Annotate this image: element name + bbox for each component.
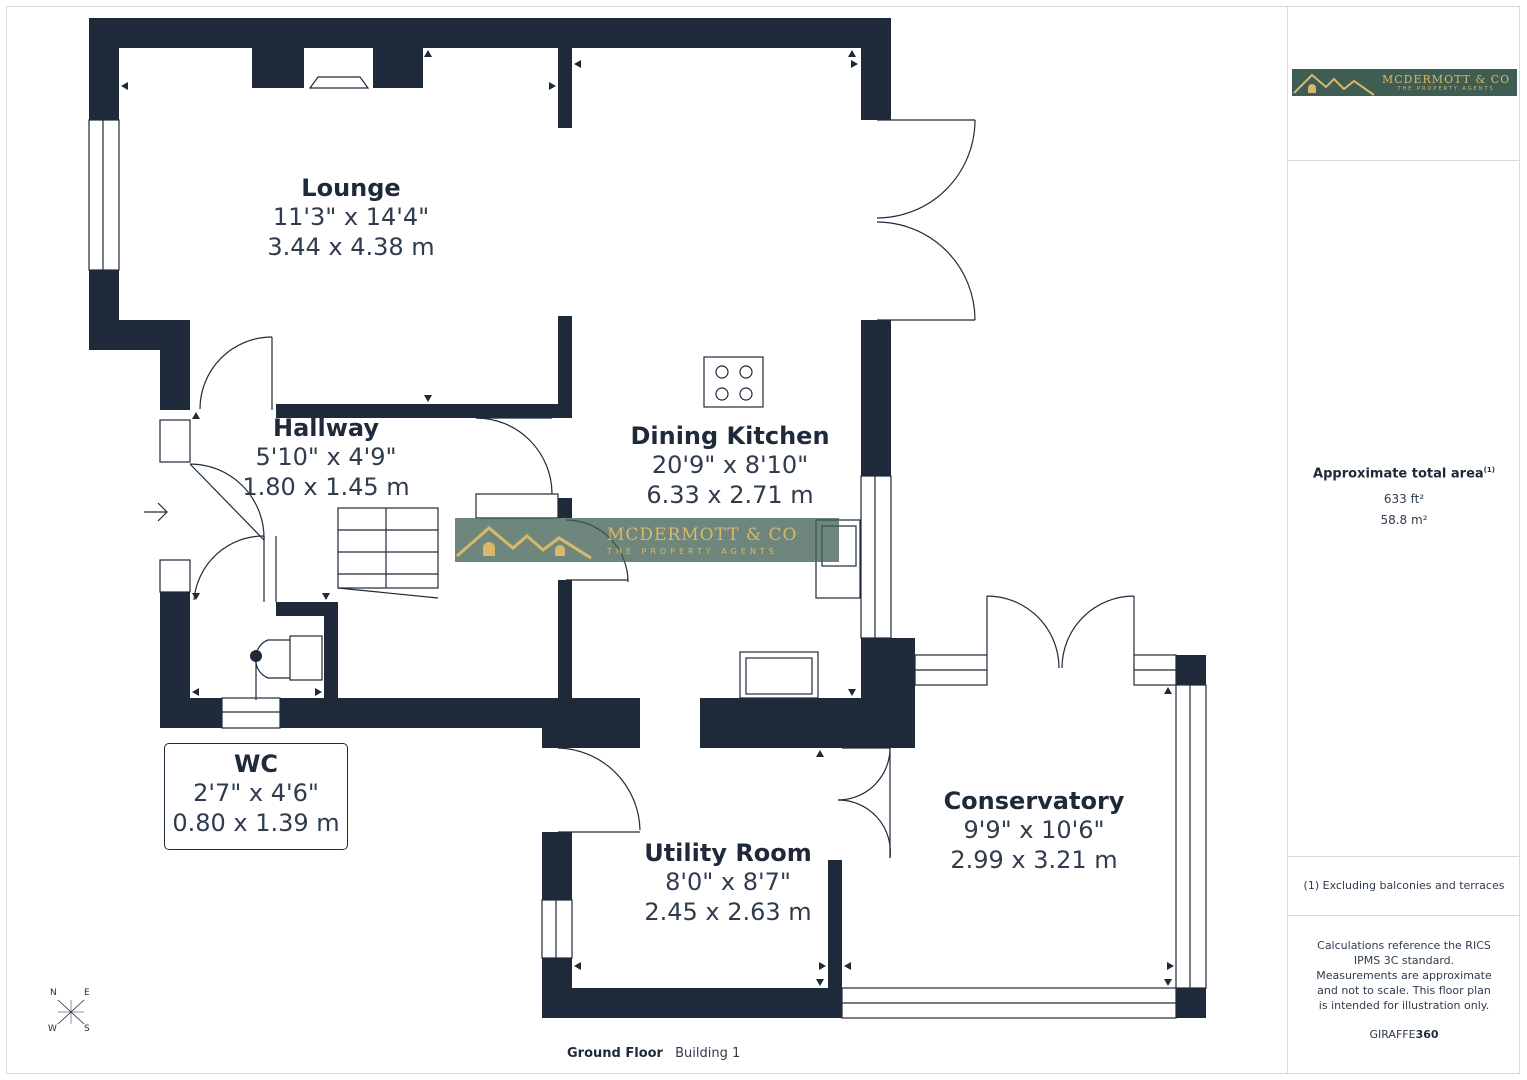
giraffe-brand: GIRAFFE360 — [1288, 1028, 1520, 1041]
room-dimensions-imperial: 8'0" x 8'7" — [665, 868, 791, 896]
footnote-mark: (1) — [1483, 466, 1495, 474]
area-sqm: 58.8 m² — [1380, 513, 1428, 528]
room-dimensions-imperial: 9'9" x 10'6" — [963, 816, 1105, 844]
compass: N E W S — [44, 986, 100, 1036]
house-roofs-icon — [456, 526, 592, 560]
compass-e: E — [84, 988, 90, 998]
walls — [89, 18, 1206, 1018]
room-dimensions-imperial: 5'10" x 4'9" — [255, 443, 397, 471]
compass-n: N — [50, 988, 57, 998]
side-panel-divider — [1287, 6, 1288, 1074]
watermark-tagline: THE PROPERTY AGENTS — [607, 546, 778, 556]
building-label: Building 1 — [675, 1046, 741, 1061]
wc-label-box — [164, 743, 348, 850]
room-dimensions-metric: 1.80 x 1.45 m — [242, 473, 410, 501]
page-frame — [6, 6, 1520, 1074]
room-name: Dining Kitchen — [630, 422, 830, 450]
room-hallway: Hallway 5'10" x 4'9" 1.80 x 1.45 m — [242, 414, 409, 502]
room-dimensions-imperial: 20'9" x 8'10" — [651, 451, 809, 479]
room-dimensions-metric: 0.80 x 1.39 m — [172, 809, 340, 837]
wc-marker — [250, 650, 262, 662]
area-summary: Approximate total area(1) 633 ft² 58.8 m… — [1288, 466, 1520, 531]
dimension-arrows — [121, 50, 1174, 986]
room-dimensions-imperial: 11'3" x 14'4" — [272, 203, 430, 231]
room-name: Conservatory — [943, 787, 1125, 815]
area-title: Approximate total area(1) — [1288, 466, 1520, 481]
room-dimensions-metric: 6.33 x 2.71 m — [646, 481, 814, 509]
room-name: Lounge — [301, 174, 401, 202]
compass-s: S — [84, 1024, 90, 1034]
room-dimensions-metric: 2.45 x 2.63 m — [644, 898, 812, 926]
room-name: Hallway — [272, 414, 379, 442]
room-lounge: Lounge 11'3" x 14'4" 3.44 x 4.38 m — [267, 174, 434, 262]
brand-a: GIRAFFE — [1369, 1028, 1416, 1041]
room-dimensions-metric: 3.44 x 4.38 m — [267, 233, 435, 261]
house-roofs-icon — [1293, 73, 1375, 96]
compass-rose-icon — [57, 999, 85, 1025]
area-footnote: (1) Excluding balconies and terraces — [1303, 879, 1505, 892]
room-dimensions-metric: 2.99 x 3.21 m — [950, 846, 1118, 874]
room-dimensions-imperial: 2'7" x 4'6" — [193, 779, 319, 807]
panel-divider — [1288, 856, 1520, 857]
room-conservatory: Conservatory 9'9" x 10'6" 2.99 x 3.21 m — [944, 787, 1125, 875]
room-name: Utility Room — [644, 839, 812, 867]
panel-divider — [1288, 915, 1520, 916]
room-name: WC — [233, 750, 279, 778]
room-wc: WC 2'7" x 4'6" 0.80 x 1.39 m — [172, 750, 339, 838]
area-title-text: Approximate total area — [1313, 466, 1484, 482]
floor-caption: Ground Floor Building 1 — [567, 1046, 740, 1061]
brand-b: 360 — [1415, 1028, 1439, 1041]
logo-name: MCDERMOTT & CO — [1382, 73, 1511, 86]
watermark-name: MCDERMOTT & CO — [607, 524, 798, 545]
room-dining-kitchen: Dining Kitchen 20'9" x 8'10" 6.33 x 2.71… — [630, 422, 829, 510]
panel-divider — [1288, 160, 1520, 161]
area-sqft: 633 ft² — [1383, 492, 1425, 507]
watermark-logo: MCDERMOTT & CO THE PROPERTY AGENTS — [455, 518, 839, 562]
brand-logo: MCDERMOTT & CO THE PROPERTY AGENTS — [1292, 69, 1517, 96]
floor-label: Ground Floor — [567, 1046, 663, 1061]
disclaimer: Calculations reference the RICS IPMS 3C … — [1316, 939, 1492, 1012]
logo-tagline: THE PROPERTY AGENTS — [1397, 86, 1495, 92]
compass-w: W — [48, 1024, 57, 1034]
room-utility: Utility Room 8'0" x 8'7" 2.45 x 2.63 m — [644, 839, 812, 927]
